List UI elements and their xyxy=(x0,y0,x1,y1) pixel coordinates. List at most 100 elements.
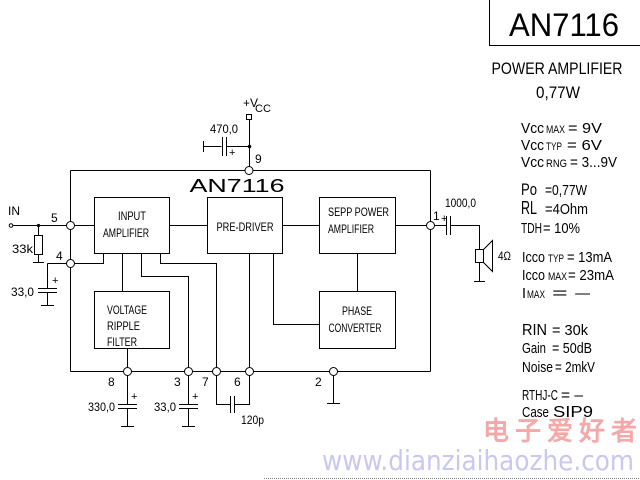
pin-4 xyxy=(66,259,75,268)
spec-vcc-rng: Vcc RNG = 3...9V xyxy=(521,154,617,171)
pin-3 xyxy=(184,367,193,376)
spec-name: Icco xyxy=(522,267,545,284)
block-text: AMPLIFIER xyxy=(328,222,374,236)
block-text: AMPLIFIER xyxy=(103,226,149,240)
spec-value: = 9V xyxy=(568,120,602,137)
pin-label-9: 9 xyxy=(255,152,262,166)
input-label: IN xyxy=(8,204,20,218)
pin-label-4: 4 xyxy=(56,249,63,263)
part-number-title: AN7116 xyxy=(509,7,619,43)
spec-rthj: RTHJ-C = – xyxy=(522,387,584,404)
block-text: RIPPLE xyxy=(107,319,140,333)
spec-tdh: TDH = 10% xyxy=(521,220,580,237)
spec-sub: TYP xyxy=(548,253,564,265)
pin-7 xyxy=(212,367,221,376)
cap-120p-pin6-7: 120p xyxy=(216,375,264,427)
pin-label-7: 7 xyxy=(202,375,209,389)
spec-name: Noise xyxy=(522,359,553,376)
block-text: CONVERTER xyxy=(329,321,382,335)
spec-sub: MAX xyxy=(546,124,566,136)
cap-330-label: 330,0 xyxy=(88,400,115,414)
vcc-sub-label: CC xyxy=(255,103,271,115)
speaker-icon xyxy=(475,249,484,263)
spec-po: Po =0,77W xyxy=(521,180,588,199)
spec-sub: RNG xyxy=(546,158,567,170)
subtitle-line2: 0,77W xyxy=(536,83,580,102)
cap-33-pin3-label: 33,0 xyxy=(154,400,176,414)
watermark-chinese: 电子爱好者 xyxy=(483,417,640,447)
chip-label: AN7116 xyxy=(190,176,285,196)
pin-5 xyxy=(66,221,75,230)
speaker-label: 4Ω xyxy=(498,249,511,263)
spec-value: = 23mA xyxy=(568,267,614,284)
block-sepp-power-amplifier: SEPP POWER AMPLIFIER xyxy=(319,197,396,254)
spec-name: TDH xyxy=(521,220,542,237)
spec-icco-typ: Icco TYP = 13mA xyxy=(522,249,612,266)
spec-value: = 10% xyxy=(543,220,580,237)
spec-value: = – xyxy=(552,285,591,302)
cap-33-pin3: + 33,0 xyxy=(154,375,198,427)
input-terminal xyxy=(8,223,14,228)
cap-330-pin8: + 330,0 xyxy=(88,375,137,427)
internal-wiring xyxy=(74,225,427,367)
block-text: PRE-DRIVER xyxy=(217,220,274,234)
spec-value: = – xyxy=(561,387,584,404)
pin-6 xyxy=(245,367,254,376)
cap-polarity-plus: + xyxy=(52,275,58,287)
spec-name: Vcc xyxy=(521,137,544,154)
block-phase-converter: PHASE CONVERTER xyxy=(319,291,396,349)
pin-label-5: 5 xyxy=(51,211,58,225)
cap-polarity-plus: + xyxy=(131,391,137,403)
pin2-ground xyxy=(327,375,340,404)
resistor-33k-label: 33k xyxy=(12,242,34,256)
spec-value: = 13mA xyxy=(567,249,612,266)
spec-value: =4Ohm xyxy=(545,201,588,218)
spec-list: Vcc MAX = 9V Vcc TYP = 6V Vcc RNG = 3...… xyxy=(521,120,617,421)
cap-polarity-plus: + xyxy=(192,391,198,403)
spec-name: RL xyxy=(521,198,537,218)
title-box xyxy=(489,0,640,46)
spec-sub: MAX xyxy=(527,289,545,301)
pin-label-3: 3 xyxy=(174,375,181,389)
spec-case: Case SIP9 xyxy=(522,404,593,421)
spec-vcc-max: Vcc MAX = 9V xyxy=(521,120,602,137)
vcc-terminal xyxy=(246,114,252,120)
pin-label-8: 8 xyxy=(108,375,115,389)
block-text: PHASE xyxy=(342,304,372,318)
spec-value: = 50dB xyxy=(552,340,592,357)
spec-value: =0,77W xyxy=(545,182,588,199)
block-pre-driver: PRE-DRIVER xyxy=(207,197,283,254)
subtitle-line1: POWER AMPLIFIER xyxy=(492,59,623,78)
spec-rin: RIN = 30k xyxy=(522,322,588,339)
spec-name: I xyxy=(522,285,526,302)
spec-name: RIN xyxy=(522,322,547,339)
block-text: SEPP POWER xyxy=(328,205,389,219)
spec-value: SIP9 xyxy=(553,404,593,421)
vcc-supply: +V CC + 470,0 xyxy=(203,96,271,167)
resistor-33k xyxy=(34,235,43,255)
pin-label-1: 1 xyxy=(433,209,440,223)
spec-value: = 3...9V xyxy=(570,154,617,171)
cap-33-pin4-label: 33,0 xyxy=(11,285,34,299)
spec-vcc-typ: Vcc TYP = 6V xyxy=(521,137,602,154)
block-text: INPUT xyxy=(118,209,147,223)
pins xyxy=(66,166,435,376)
spec-sub: MAX xyxy=(548,271,568,283)
spec-name: Vcc xyxy=(521,120,544,137)
pin-9 xyxy=(244,166,254,175)
spec-noise: Noise = 2mkV xyxy=(522,359,595,376)
spec-gain: Gain = 50dB xyxy=(522,340,592,357)
input-section: IN 33k + 33,0 xyxy=(8,204,67,306)
spec-sub: TYP xyxy=(546,141,562,153)
spec-name: RTHJ-C xyxy=(522,387,558,404)
spec-name: Icco xyxy=(522,249,545,266)
spec-name: Vcc xyxy=(521,154,544,171)
spec-name: Po xyxy=(521,180,537,199)
cap-120p-label: 120p xyxy=(241,413,264,427)
vcc-label: +V xyxy=(243,96,258,110)
cap-polarity-plus: + xyxy=(229,147,235,159)
spec-value: = 2mkV xyxy=(555,359,595,376)
spec-value: = 30k xyxy=(552,322,588,339)
block-text: FILTER xyxy=(107,335,137,349)
